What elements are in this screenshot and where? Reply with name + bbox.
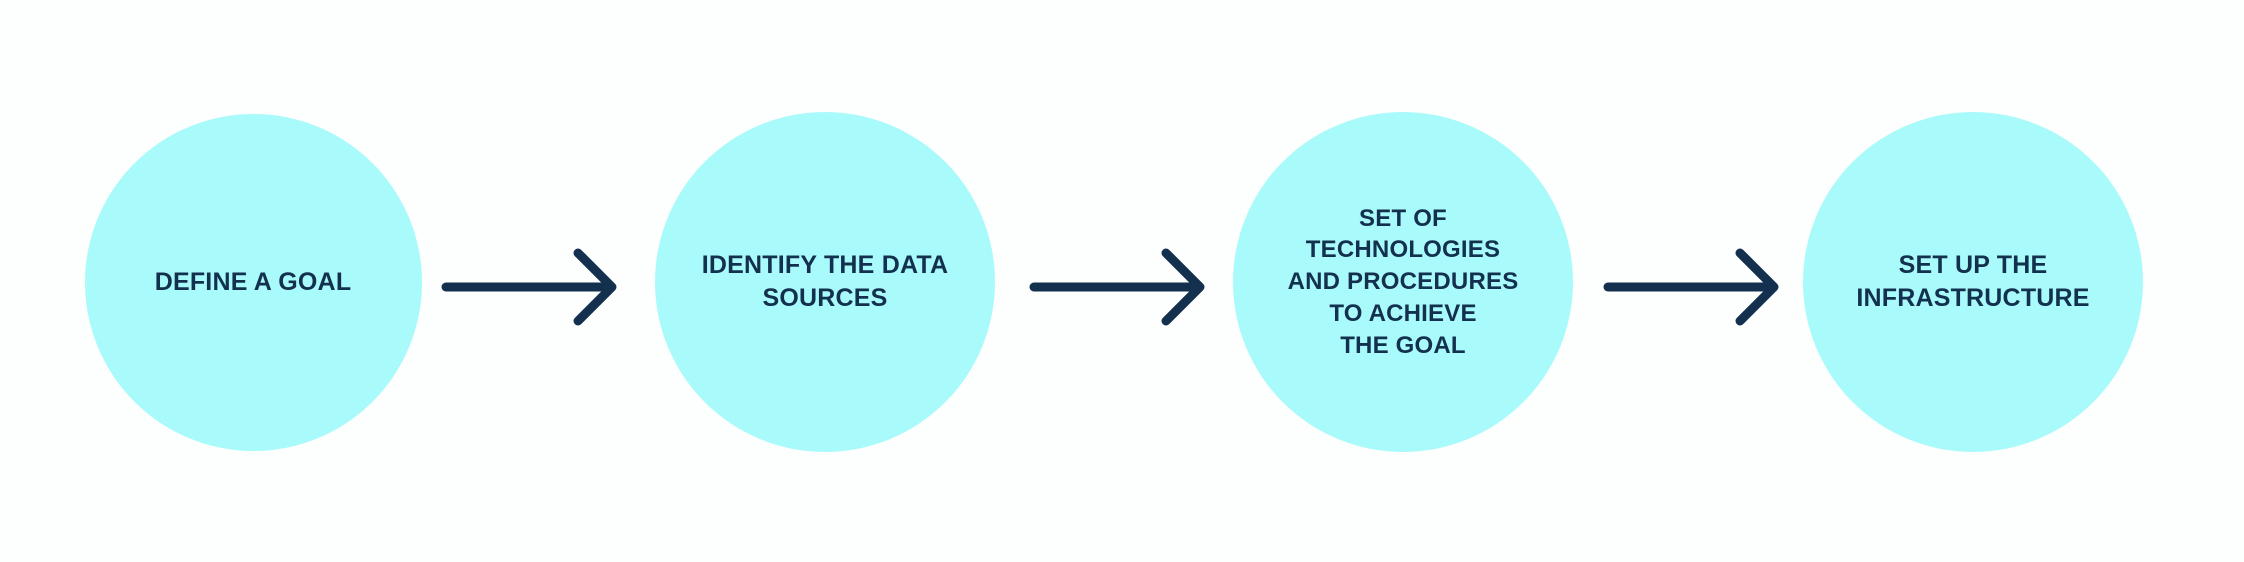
process-node-label: SET OF TECHNOLOGIES AND PROCEDURES TO AC… <box>1287 204 1519 359</box>
arrow-right-icon-1 <box>441 247 634 327</box>
process-node-label: SET UP THE INFRASTRUCTURE <box>1856 251 2090 312</box>
process-node-set-up-the-infrastructure[interactable]: SET UP THE INFRASTRUCTURE <box>1803 112 2143 452</box>
process-node-label: DEFINE A GOAL <box>154 267 352 296</box>
process-node-define-a-goal[interactable]: DEFINE A GOAL <box>84 113 422 451</box>
process-node-identify-the-data-sources[interactable]: IDENTIFY THE DATA SOURCES <box>655 112 995 452</box>
process-node-set-of-technologies-and-procedures-to-achieve-the-goal[interactable]: SET OF TECHNOLOGIES AND PROCEDURES TO AC… <box>1233 112 1573 452</box>
arrow-right-icon-2 <box>1029 247 1222 327</box>
arrow-right-icon-3 <box>1603 247 1796 327</box>
process-node-label: IDENTIFY THE DATA SOURCES <box>701 251 949 312</box>
